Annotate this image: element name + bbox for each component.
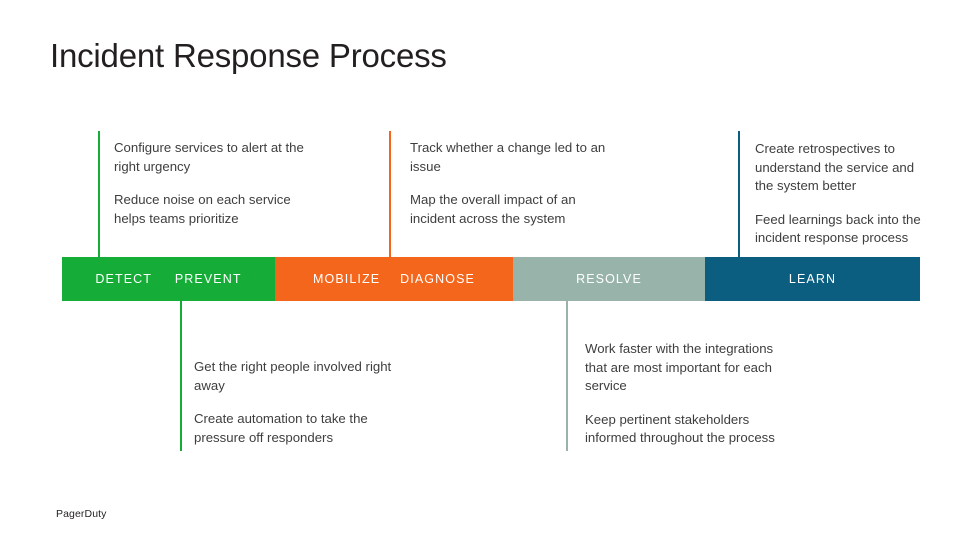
callout-detect: Configure services to alert at the right… — [114, 139, 324, 228]
callout-detect-line-2: Reduce noise on each service helps teams… — [114, 192, 291, 226]
callout-diagnose-line-2: Map the overall impact of an incident ac… — [410, 192, 576, 226]
callout-resolve-line-1: Work faster with the integrations that a… — [585, 341, 774, 394]
connector-line-learn — [738, 131, 740, 257]
callout-learn-line-2: Feed learnings back into the incident re… — [755, 211, 921, 246]
callout-resolve-line-2: Keep pertinent stakeholders informed thr… — [585, 411, 775, 446]
phase-label-diagnose: DIAGNOSE — [400, 272, 475, 286]
timeline-segment-mobilize-diagnose[interactable]: MOBILIZE DIAGNOSE — [275, 257, 513, 301]
callout-diagnose-line-1: Track whether a change led to an issue — [410, 140, 606, 174]
timeline-bar: DETECT PREVENT MOBILIZE DIAGNOSE RESOLVE… — [62, 257, 920, 301]
callout-prevent-line-1: Get the right people involved right away — [194, 359, 392, 393]
connector-line-detect — [98, 131, 100, 257]
phase-label-detect: DETECT — [95, 272, 153, 286]
page-title: Incident Response Process — [50, 37, 447, 74]
connector-line-prevent — [180, 301, 182, 451]
callout-learn-line-1: Create retrospectives to understand the … — [755, 141, 915, 194]
callout-detect-line-1: Configure services to alert at the right… — [114, 140, 304, 174]
callout-diagnose: Track whether a change led to an issue M… — [410, 139, 610, 228]
timeline-segment-resolve[interactable]: RESOLVE — [513, 257, 705, 301]
pagerduty-logo: PagerDuty — [56, 508, 107, 520]
timeline-segment-detect-prevent[interactable]: DETECT PREVENT — [62, 257, 275, 301]
callout-prevent-line-2: Create automation to take the pressure o… — [194, 411, 368, 445]
connector-line-diagnose — [389, 131, 391, 257]
phase-label-mobilize: MOBILIZE — [313, 272, 381, 286]
phase-label-learn: LEARN — [788, 272, 837, 286]
callout-resolve: Work faster with the integrations that a… — [585, 340, 798, 448]
callout-learn: Create retrospectives to understand the … — [755, 140, 935, 248]
connector-line-resolve — [566, 301, 568, 451]
callout-prevent: Get the right people involved right away… — [194, 358, 394, 447]
phase-label-prevent: PREVENT — [174, 272, 242, 286]
timeline-segment-learn[interactable]: LEARN — [705, 257, 920, 301]
phase-label-resolve: RESOLVE — [576, 272, 642, 286]
